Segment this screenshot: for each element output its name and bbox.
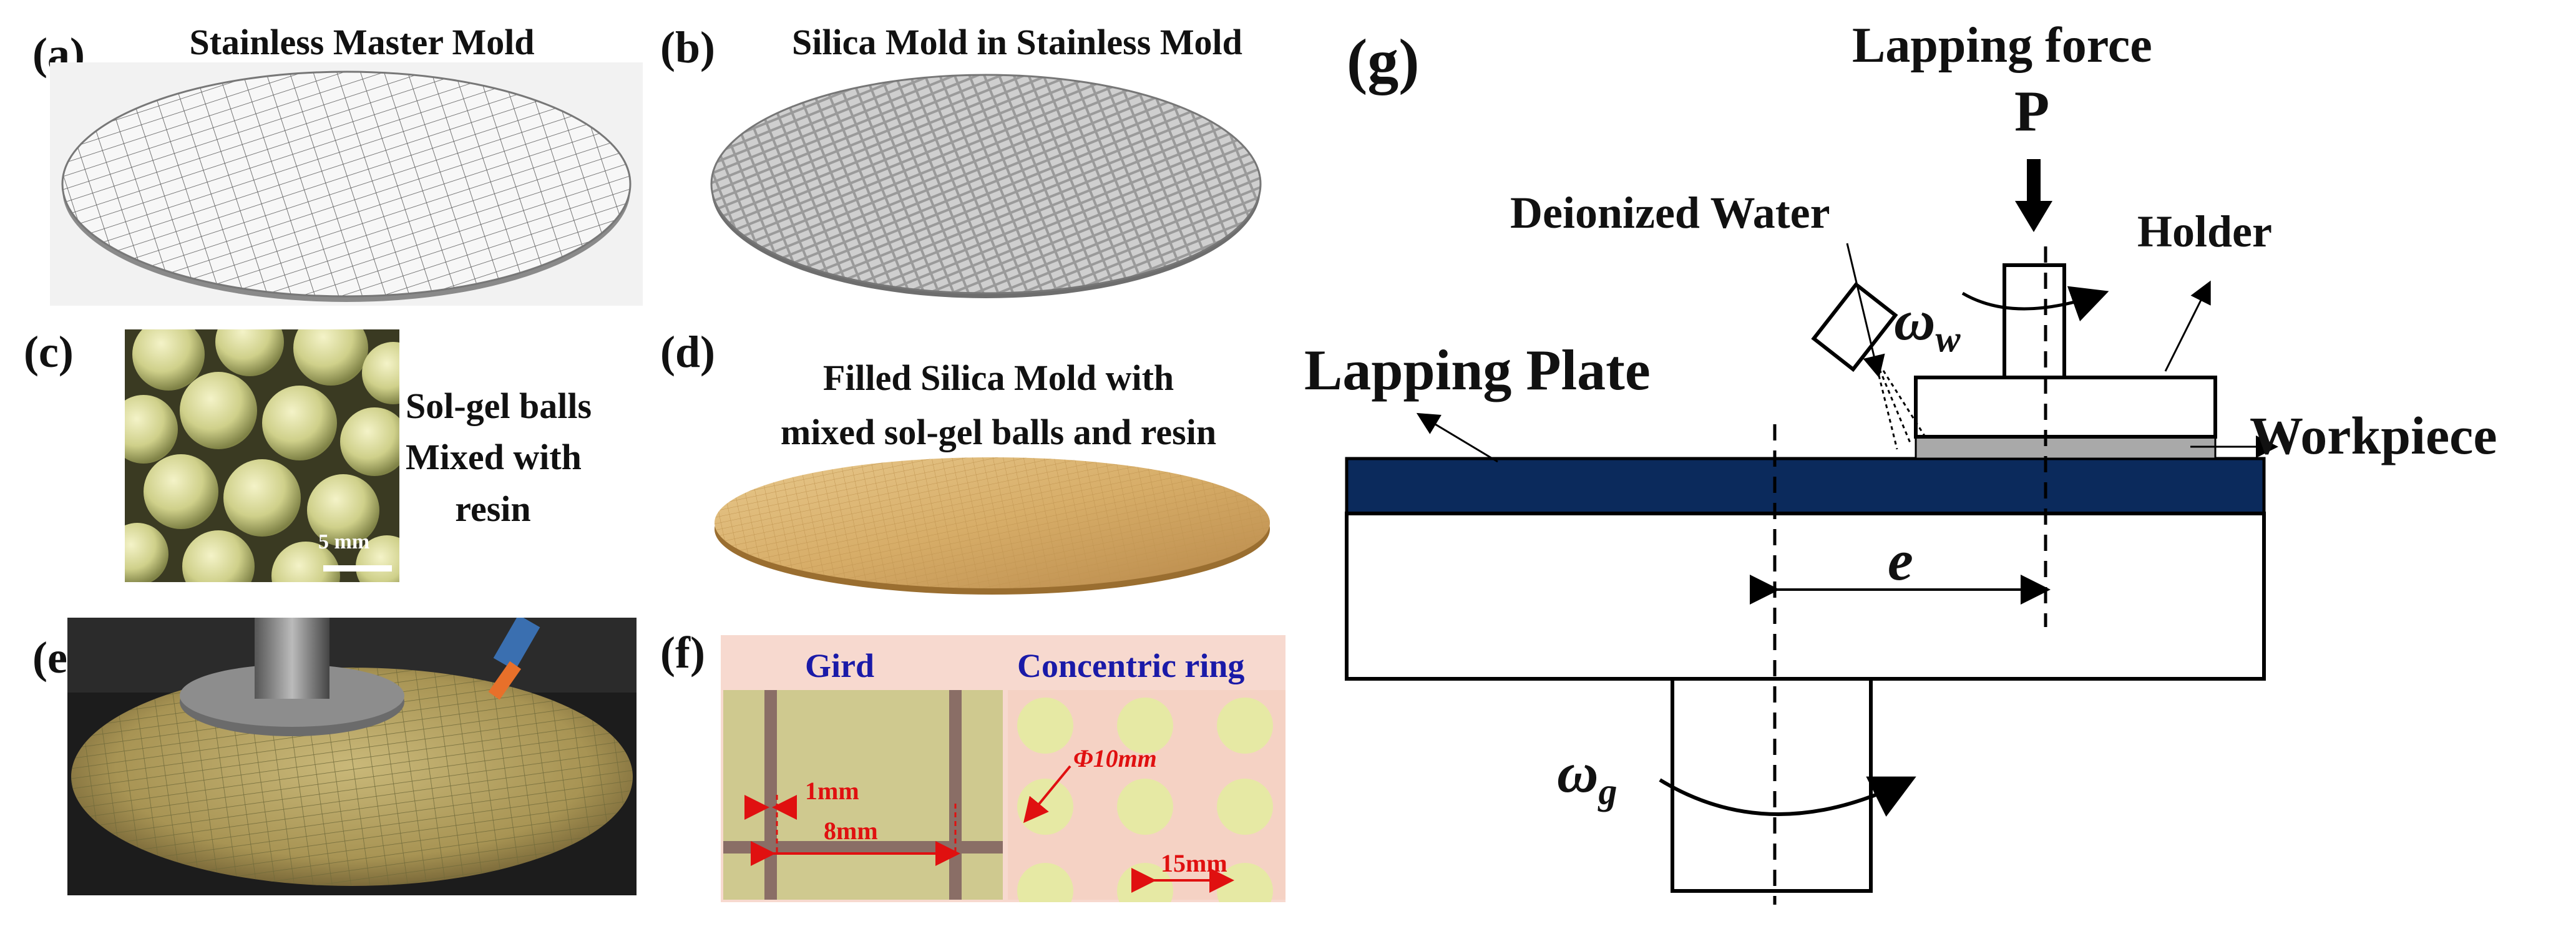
panel-label-g: (g)	[1347, 26, 1420, 95]
dim-diameter-label: Φ10mm	[1073, 744, 1157, 772]
caption-line-1: Sol-gel balls	[406, 386, 592, 426]
omega-w-subscript: w	[1935, 318, 1961, 360]
dim-15mm-label: 15mm	[1161, 849, 1227, 877]
omega-w-symbol: ω	[1894, 288, 1936, 352]
panel-label-c: (c)	[24, 327, 74, 377]
scale-bar-label: 5 mm	[318, 530, 370, 553]
panel-d-title-line-2: mixed sol-gel balls and resin	[780, 412, 1217, 452]
panel-label-f: (f)	[660, 628, 705, 678]
panel-d-title: Filled Silica Mold with mixed sol-gel ba…	[718, 351, 1279, 459]
omega-g-label: ωg	[1557, 739, 1617, 813]
omega-g-subscript: g	[1598, 771, 1617, 812]
stainless-master-mold-image	[50, 62, 643, 306]
panel-c-caption: Sol-gel balls Mixed with resin	[406, 381, 592, 535]
ring-pattern-title: Concentric ring	[1017, 647, 1245, 684]
lapping-machine-photo	[67, 618, 637, 895]
base-block	[1345, 512, 2266, 681]
caption-line-2: Mixed with	[406, 437, 582, 478]
lapping-schematic	[1345, 159, 2278, 905]
dim-1mm-label: 1mm	[805, 777, 859, 805]
lapping-plate-band	[1345, 457, 2266, 515]
panel-label-b: (b)	[660, 22, 715, 72]
panel-a-title: Stainless Master Mold	[189, 22, 535, 62]
panel-label-d: (d)	[660, 327, 715, 377]
workpiece-block	[1915, 435, 2217, 460]
silica-mold-image	[710, 74, 1262, 298]
grid-pattern-title: Gird	[805, 647, 875, 684]
eccentricity-label: e	[1888, 528, 1913, 592]
deionized-water-label: Deionized Water	[1510, 188, 1830, 238]
holder-block	[1914, 376, 2217, 439]
dim-8mm-label: 8mm	[824, 817, 878, 845]
pattern-designs	[721, 635, 1286, 902]
omega-w-label: ωw	[1894, 287, 1961, 361]
sol-gel-balls-photo	[125, 329, 399, 582]
holder-spindle	[2003, 263, 2066, 379]
omega-g-symbol: ω	[1557, 741, 1599, 804]
holder-label: Holder	[2137, 207, 2272, 256]
filled-silica-mold-image	[715, 457, 1270, 595]
lapping-plate-label: Lapping Plate	[1304, 338, 1651, 402]
caption-line-3: resin	[455, 488, 531, 529]
force-symbol-label: P	[2014, 79, 2050, 143]
panel-b-title: Silica Mold in Stainless Mold	[792, 22, 1242, 62]
workpiece-label: Workpiece	[2250, 406, 2497, 465]
lower-shaft	[1671, 677, 1873, 893]
lapping-force-label: Lapping force	[1852, 18, 2152, 73]
panel-d-title-line-1: Filled Silica Mold with	[822, 357, 1174, 398]
